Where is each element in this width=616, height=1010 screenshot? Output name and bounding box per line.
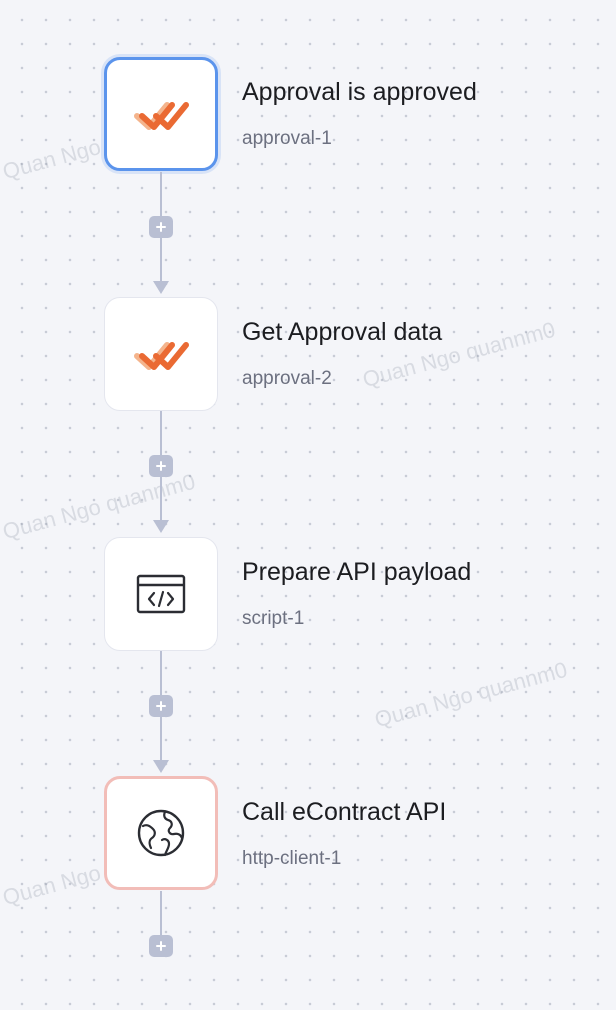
add-step-button[interactable] [149,216,173,238]
add-step-button[interactable] [149,455,173,477]
workflow-node-get-approval-data[interactable] [104,297,218,411]
connector-line [160,238,162,282]
connector-line [160,891,162,935]
approval-check-icon [134,342,189,370]
code-window-icon [136,574,186,614]
workflow-node-http-client[interactable] [104,776,218,890]
arrow-down-icon [153,760,169,773]
node-id: approval-2 [242,368,332,389]
approval-check-icon [134,102,189,130]
workflow-node-prepare-payload[interactable] [104,537,218,651]
connector-line [160,172,162,216]
node-title: Approval is approved [242,78,477,106]
add-step-button[interactable] [149,695,173,717]
node-title: Call eContract API [242,798,447,826]
add-step-button[interactable] [149,935,173,957]
workflow-node-approval-trigger[interactable] [104,57,218,171]
connector-line [160,651,162,695]
watermark: Quan Ngo quannm0 [372,656,570,733]
node-id: approval-1 [242,128,332,149]
arrow-down-icon [153,281,169,294]
globe-icon [137,809,185,857]
node-id: script-1 [242,608,305,629]
connector-line [160,411,162,455]
connector-line [160,717,162,761]
watermark: Quan Ngo quannm0 [0,468,198,545]
node-id: http-client-1 [242,848,342,869]
node-title: Prepare API payload [242,558,472,586]
arrow-down-icon [153,520,169,533]
connector-line [160,477,162,521]
node-title: Get Approval data [242,318,443,346]
